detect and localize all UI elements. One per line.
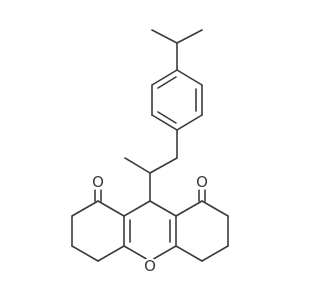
carbonyl-oxygen-left-label: O [92, 173, 104, 191]
bond [175, 200, 203, 217]
bond [201, 200, 229, 217]
bond [71, 245, 99, 262]
bond [123, 200, 151, 217]
bond [151, 114, 178, 131]
right-ring [175, 189, 229, 262]
ring-oxygen-label: O [144, 257, 156, 275]
left-ring [71, 189, 125, 262]
carbonyl-oxygen-right-label: O [196, 173, 208, 191]
bond [149, 200, 177, 217]
bond [176, 29, 203, 44]
bond [149, 157, 178, 174]
bond [176, 69, 203, 86]
central-ring [123, 200, 177, 262]
bond [97, 200, 125, 217]
bond [71, 200, 99, 217]
molecule-diagram: O O O [71, 29, 229, 275]
isopropyl-group [151, 29, 203, 71]
bond [151, 69, 178, 86]
bond [151, 29, 178, 44]
bond [97, 245, 125, 262]
double-bond-inner [157, 76, 177, 89]
bond [123, 245, 151, 262]
label-background [194, 174, 210, 190]
bond [124, 157, 151, 174]
bond [175, 245, 203, 262]
linker-chain [124, 129, 178, 202]
benzene-ring [151, 69, 203, 131]
atom-label-group: O O O [90, 173, 210, 275]
structure-svg: O O O [71, 29, 229, 275]
double-bond-inner [157, 111, 177, 124]
bond [149, 245, 177, 262]
bond [201, 245, 229, 262]
label-background [90, 174, 106, 190]
bond [176, 114, 203, 131]
label-background [142, 258, 158, 274]
